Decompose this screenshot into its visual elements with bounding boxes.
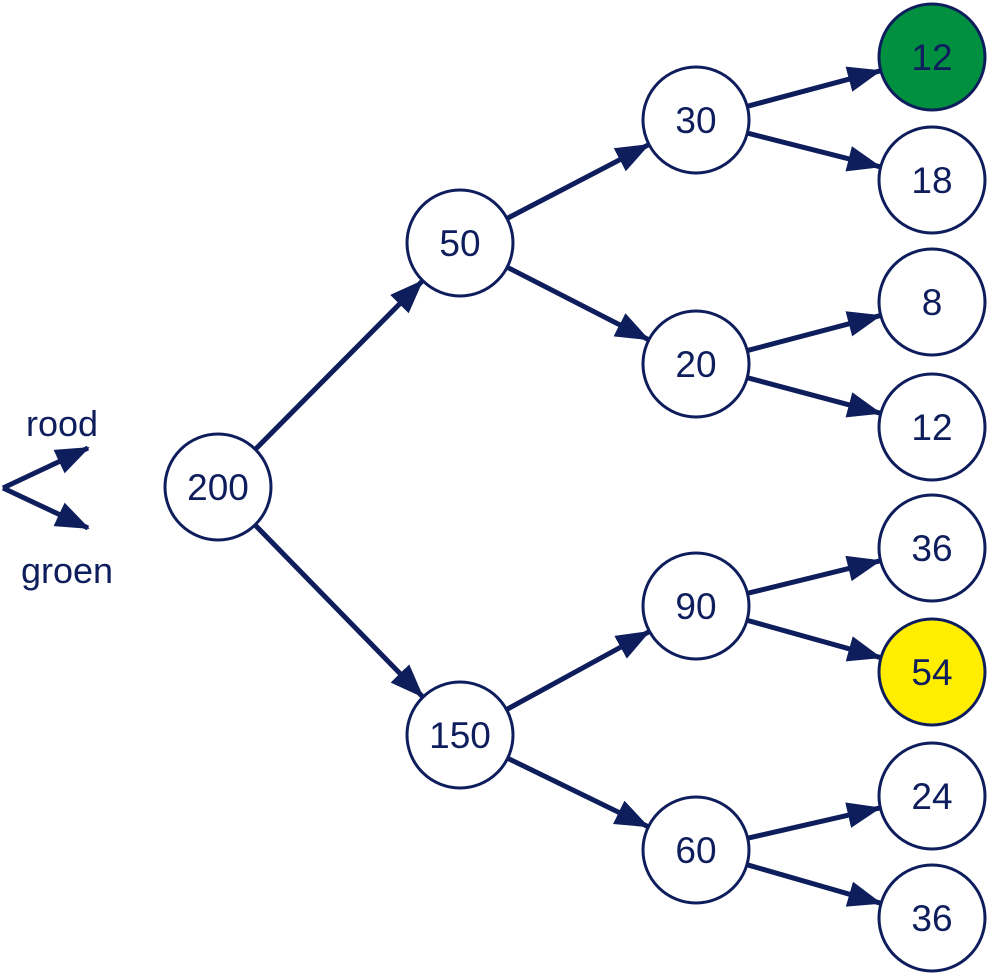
edge-l2-to-l3-0 xyxy=(746,66,882,109)
node-l3-2-value: 8 xyxy=(922,282,943,323)
node-l3-0: 12 xyxy=(877,2,987,112)
node-l1-0-value: 50 xyxy=(439,223,480,264)
node-l2-1-circle xyxy=(641,309,751,419)
node-root-value: 200 xyxy=(187,467,249,508)
node-l2-1: 20 xyxy=(641,309,751,419)
node-l3-4-circle xyxy=(877,493,987,603)
node-root-circle xyxy=(163,432,273,542)
edge-l1-to-l2-3 xyxy=(506,755,650,829)
tree-nodes: 200 50 150 30 20 90 60 12 18 8 12 36 54 24 36 xyxy=(163,2,987,973)
edge-root-to-l1-0 xyxy=(253,279,424,452)
node-l3-2-circle xyxy=(877,247,987,357)
node-l3-1: 18 xyxy=(877,125,987,235)
edge-l1-to-l2-0 xyxy=(505,142,650,221)
node-l3-5-value: 54 xyxy=(911,652,952,693)
node-l3-1-circle xyxy=(877,125,987,235)
edge-l1-to-l2-1 xyxy=(506,264,650,342)
node-l3-7-value: 36 xyxy=(911,898,952,939)
node-l2-0: 30 xyxy=(641,65,751,175)
node-root: 200 xyxy=(163,432,273,542)
legend-up-label: rood xyxy=(26,403,98,444)
node-l3-6-value: 24 xyxy=(911,776,952,817)
node-l3-7-circle xyxy=(877,863,987,973)
node-l2-3-value: 60 xyxy=(675,830,716,871)
node-l1-0-circle xyxy=(405,188,515,298)
edge-l2-to-l3-5 xyxy=(746,617,882,662)
node-l2-2: 90 xyxy=(641,551,751,661)
node-l3-6-circle xyxy=(877,741,987,851)
edge-l1-to-l2-2 xyxy=(505,629,651,712)
node-l3-5-circle xyxy=(877,617,987,727)
node-l3-3: 12 xyxy=(877,372,987,482)
edge-l2-to-l3-3 xyxy=(746,375,882,418)
edge-l2-to-l3-6 xyxy=(747,802,882,841)
node-l2-2-value: 90 xyxy=(675,586,716,627)
tree-edges xyxy=(253,66,883,907)
node-l1-0: 50 xyxy=(405,188,515,298)
node-l2-0-circle xyxy=(641,65,751,175)
node-l3-4: 36 xyxy=(877,493,987,603)
node-l3-0-circle xyxy=(877,2,987,112)
legend: rood groen xyxy=(1,403,113,591)
node-l1-1-value: 150 xyxy=(429,715,491,756)
legend-down-label: groen xyxy=(21,550,113,591)
edge-l2-to-l3-7 xyxy=(746,862,883,907)
legend-down-arrow xyxy=(1,485,90,531)
node-l2-2-circle xyxy=(641,551,751,661)
edge-l2-to-l3-2 xyxy=(746,311,882,353)
edge-l2-to-l3-4 xyxy=(746,555,882,596)
edge-root-to-l1-1 xyxy=(253,523,425,699)
node-l2-1-value: 20 xyxy=(675,344,716,385)
node-l3-0-value: 12 xyxy=(911,37,952,78)
edge-l2-to-l3-1 xyxy=(746,130,882,172)
node-l3-3-circle xyxy=(877,372,987,482)
node-l1-1: 150 xyxy=(405,680,515,790)
node-l2-0-value: 30 xyxy=(675,100,716,141)
node-l3-3-value: 12 xyxy=(911,407,952,448)
node-l3-4-value: 36 xyxy=(911,528,952,569)
node-l3-2: 8 xyxy=(877,247,987,357)
node-l3-5: 54 xyxy=(877,617,987,727)
node-l3-6: 24 xyxy=(877,741,987,851)
node-l3-1-value: 18 xyxy=(911,160,952,201)
node-l3-7: 36 xyxy=(877,863,987,973)
legend-up-arrow xyxy=(1,445,90,491)
node-l1-1-circle xyxy=(405,680,515,790)
node-l2-3: 60 xyxy=(641,795,751,905)
node-l2-3-circle xyxy=(641,795,751,905)
